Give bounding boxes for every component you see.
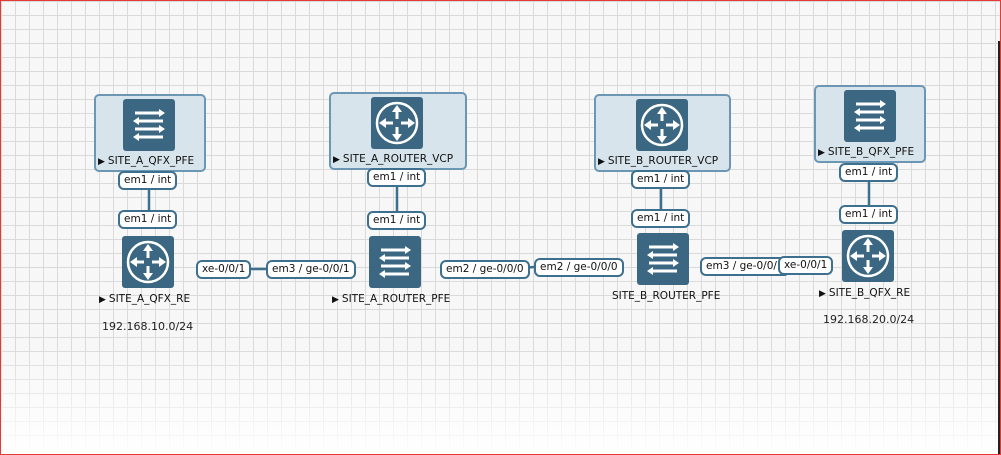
canvas-fade: [1, 344, 1000, 454]
node-label: ▶SITE_B_QFX_PFE: [818, 146, 915, 158]
router-arrows-icon: [636, 99, 688, 151]
port-em1-int[interactable]: em1 / int: [839, 163, 899, 182]
port-em1-int[interactable]: em1 / int: [367, 211, 427, 230]
switch-arrows-icon[interactable]: [637, 233, 689, 285]
port-em3-ge-0-0-1[interactable]: em3 / ge-0/0/1: [700, 257, 790, 276]
node-label-site-a-router-pfe: ▶SITE_A_ROUTER_PFE: [332, 293, 451, 305]
subnet-label-site-b: 192.168.20.0/24: [823, 313, 915, 326]
node-site-b-router-vcp[interactable]: ▶SITE_B_ROUTER_VCP: [594, 94, 731, 172]
node-label-site-b-qfx-re: ▶SITE_B_QFX_RE: [819, 287, 911, 299]
port-em1-int[interactable]: em1 / int: [631, 209, 691, 228]
node-site-a-router-vcp[interactable]: ▶SITE_A_ROUTER_VCP: [329, 92, 467, 170]
canvas-edge: [998, 41, 1000, 454]
router-arrows-icon[interactable]: [122, 236, 174, 288]
router-arrows-icon: [371, 97, 423, 149]
port-em1-int[interactable]: em1 / int: [839, 205, 899, 224]
subnet-label-site-a: 192.168.10.0/24: [102, 320, 194, 333]
node-label-site-b-router-pfe: SITE_B_ROUTER_PFE: [612, 290, 721, 302]
port-em2-ge-0-0-0[interactable]: em2 / ge-0/0/0: [534, 258, 624, 277]
port-xe-0-0-1[interactable]: xe-0/0/1: [196, 260, 252, 279]
router-arrows-icon[interactable]: [842, 230, 894, 282]
node-label: ▶SITE_A_ROUTER_VCP: [333, 153, 454, 165]
port-em3-ge-0-0-1[interactable]: em3 / ge-0/0/1: [266, 260, 356, 279]
port-xe-0-0-1[interactable]: xe-0/0/1: [778, 256, 834, 275]
node-label-site-a-qfx-re: ▶SITE_A_QFX_RE: [99, 293, 191, 305]
node-site-a-qfx-pfe[interactable]: ▶SITE_A_QFX_PFE: [94, 94, 206, 172]
node-site-b-qfx-pfe[interactable]: ▶SITE_B_QFX_PFE: [814, 85, 926, 163]
switch-arrows-icon[interactable]: [369, 236, 421, 288]
port-em1-int[interactable]: em1 / int: [631, 170, 691, 189]
port-em1-int[interactable]: em1 / int: [118, 171, 178, 190]
port-em1-int[interactable]: em1 / int: [367, 168, 427, 187]
port-em1-int[interactable]: em1 / int: [118, 210, 178, 229]
switch-arrows-icon: [123, 99, 175, 151]
switch-arrows-icon: [844, 90, 896, 142]
port-em2-ge-0-0-0[interactable]: em2 / ge-0/0/0: [440, 260, 530, 279]
node-label: ▶SITE_A_QFX_PFE: [98, 155, 195, 167]
node-label: ▶SITE_B_ROUTER_VCP: [598, 155, 719, 167]
